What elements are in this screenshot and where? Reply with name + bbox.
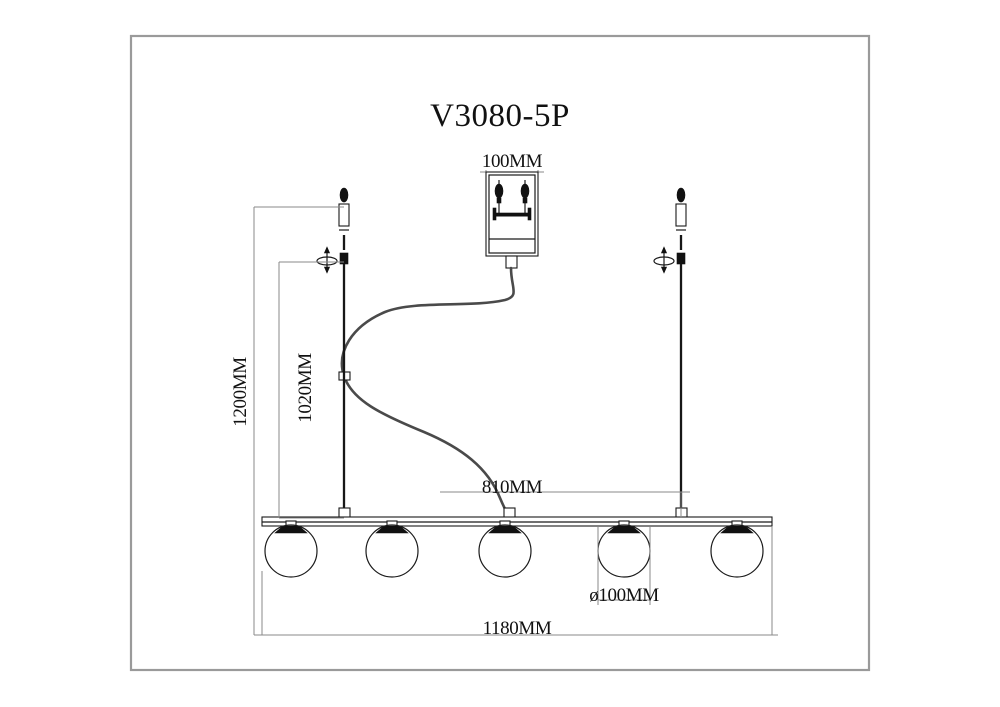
canopy-screw-left (494, 180, 504, 216)
globe-2-shade (365, 524, 419, 578)
rod-right-connector-box (675, 203, 687, 227)
canopy-cross-bar (492, 207, 532, 221)
fixture-length-dimension (254, 527, 778, 636)
fixture-rail (261, 516, 773, 527)
globe-1 (264, 520, 318, 578)
canopy-cord-gland (505, 255, 518, 269)
canopy-screw-right (520, 180, 530, 216)
rod-left-ceiling-cap (339, 187, 349, 203)
suspension-rod-left (316, 187, 351, 520)
globe-diameter-label: ø100MM (589, 585, 659, 606)
rod-drop-dimension (278, 261, 344, 519)
canopy-inner-edge (488, 174, 536, 254)
globe-3-shade (478, 524, 532, 578)
rod-left-connector-box (338, 203, 350, 227)
cord-drop-dimension (440, 491, 690, 518)
globe-1-shade (264, 524, 318, 578)
rod-right-adjuster-symbol (653, 246, 675, 274)
globe-5-shade (710, 524, 764, 578)
globe-diameter-dimension (597, 527, 651, 605)
fixture-length-label: 1180MM (483, 618, 552, 639)
globe-5 (710, 520, 764, 578)
overall-drop-dimension (253, 206, 344, 635)
page-title: V3080-5P (430, 98, 570, 134)
globe-2 (365, 520, 419, 578)
canopy-assembly: 100MM (480, 151, 544, 269)
rod-left-adjuster-symbol (316, 246, 338, 274)
overall-drop-label: 1200MM (230, 357, 251, 427)
rod-right-ceiling-cap (676, 187, 686, 203)
page-frame-border (129, 34, 871, 672)
cord-drop-label: 810MM (482, 477, 543, 498)
canopy-width-label: 100MM (482, 151, 543, 172)
globe-3 (478, 520, 532, 578)
rod-drop-label: 1020MM (295, 353, 316, 423)
rod-right-top-fitting (676, 252, 686, 265)
suspension-rod-right (653, 187, 688, 520)
globe-4 (597, 520, 651, 578)
